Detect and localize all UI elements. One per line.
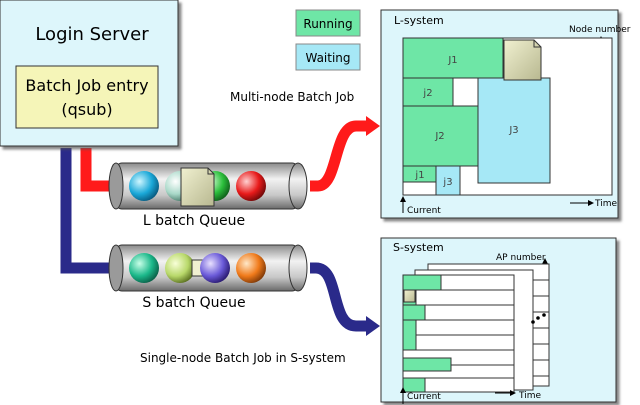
s-system-panel: S-system AP number (380, 237, 617, 404)
svg-text:j2: j2 (422, 88, 432, 99)
legend-waiting-swatch (295, 43, 361, 71)
current-arrow (400, 196, 406, 213)
l-batch-queue: L batch Queue (108, 162, 308, 229)
l-time-label: Time (594, 199, 617, 209)
s-current-label: Current (407, 392, 441, 402)
s-batch-queue: S batch Queue (108, 244, 308, 311)
svg-text:J1: J1 (447, 55, 457, 66)
queue-ball-icon (236, 171, 266, 201)
login-server-title: Login Server (35, 24, 149, 45)
queue-ball-icon (165, 253, 195, 283)
svg-text:J2: J2 (434, 131, 444, 142)
s-system-title: S-system (393, 241, 444, 254)
document-icon (503, 39, 542, 81)
ap-number-label: AP number (496, 253, 546, 263)
queue-ball-icon (236, 253, 266, 283)
svg-text:j3: j3 (442, 177, 452, 188)
s-time-label: Time (518, 391, 541, 401)
queue-ball-icon (200, 253, 230, 283)
queue-ball-icon (129, 253, 159, 283)
legend: Running Waiting (295, 9, 361, 71)
l-system-title: L-system (394, 14, 444, 27)
batch-job-entry-box (15, 65, 159, 129)
arrow-icon (366, 316, 380, 336)
legend-running-label: Running (303, 17, 352, 31)
s-queue-label: S batch Queue (142, 295, 245, 311)
svg-text:j1: j1 (414, 170, 424, 181)
time-axis-arrow (570, 200, 594, 206)
blue-pipe (60, 148, 380, 336)
l-queue-label: L batch Queue (143, 213, 245, 229)
multi-node-label: Multi-node Batch Job (230, 90, 354, 104)
legend-running-swatch (295, 9, 361, 37)
batch-entry-line1: Batch Job entry (25, 76, 148, 95)
legend-waiting-label: Waiting (305, 51, 350, 65)
l-system-panel: L-system Node number J1 j2 J2 J3 j1 j3 T… (380, 9, 631, 219)
svg-text:J3: J3 (508, 125, 518, 136)
time-axis-arrow (495, 390, 516, 396)
document-icon (180, 167, 215, 207)
batch-entry-line2: (qsub) (61, 100, 112, 119)
red-pipe (80, 116, 380, 192)
queue-ball-icon (129, 171, 159, 201)
node-number-label: Node number (569, 25, 631, 35)
l-current-label: Current (407, 206, 441, 216)
current-arrow (400, 387, 406, 404)
document-icon (403, 289, 416, 303)
single-node-label: Single-node Batch Job in S-system (140, 351, 346, 365)
arrow-icon (366, 116, 380, 136)
login-server-box: Login Server Batch Job entry (qsub) (0, 0, 179, 147)
